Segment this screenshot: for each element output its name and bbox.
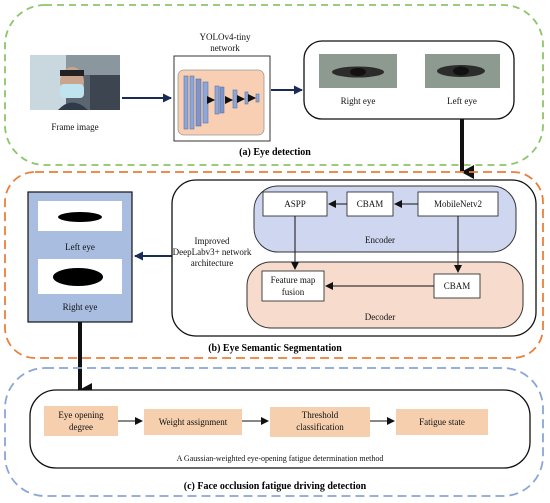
mobilenet-box [417,191,499,217]
yolo-network-box [173,55,271,142]
step-weight-assignment-label: Weight assignment [159,417,228,427]
network-label-line2: network [210,43,240,53]
seg-left-eye-label: Left eye [65,242,95,252]
network-layers-icon [183,75,260,130]
step-weight-assignment [144,409,242,435]
architecture-label-line3: architecture [191,258,233,268]
segmentation-frame [4,171,544,359]
eye-detection-frame [4,4,544,166]
decoder-label: Decoder [365,312,395,322]
feature-fusion-line2: fusion [282,287,305,297]
architecture-label-line1: Improved [195,236,230,246]
eye-detection-title: (a) Eye detection [239,147,311,158]
encoder-label: Encoder [365,235,395,245]
fatigue-title: (c) Face occlusion fatigue driving detec… [184,481,367,492]
step-eye-opening-degree [44,406,118,436]
segmentation-title: (b) Eye Semantic Segmentation [208,343,342,354]
left-eye-mask-shape [58,212,102,222]
frame-image-label: Frame image [51,122,98,132]
architecture-label-line2: DeepLabv3+ network [173,247,252,257]
aspp-label: ASPP [284,199,306,209]
network-label-line1: YOLOv4-tiny [200,32,251,42]
left-eye-crop [425,54,500,88]
right-eye-mask-shape [53,268,103,286]
seg-right-eye-label: Right eye [63,302,98,312]
mobilenet-label: MobileNetv2 [434,199,482,209]
step-threshold-line1: Threshold [302,410,339,420]
step-fatigue-state [396,409,488,435]
step-threshold-line2: classification [296,422,344,432]
frame-image [30,55,120,110]
step-eye-opening-line2: degree [69,422,93,432]
feature-fusion-box [261,270,325,302]
step-threshold-classification [270,407,370,437]
cbam-decoder-label: CBAM [444,281,471,291]
right-eye-crop [319,54,397,88]
cbam-decoder-box [433,273,481,299]
fatigue-method-label: A Gaussian-weighted eye-opening fatigue … [177,454,384,463]
fatigue-frame [4,367,544,497]
step-fatigue-state-label: Fatigue state [419,417,465,427]
feature-fusion-line1: Feature map [271,275,316,285]
step-eye-opening-line1: Eye opening [58,410,104,420]
cbam-encoder-label: CBAM [357,199,384,209]
right-eye-label: Right eye [341,96,376,106]
left-eye-label: Left eye [447,96,477,106]
